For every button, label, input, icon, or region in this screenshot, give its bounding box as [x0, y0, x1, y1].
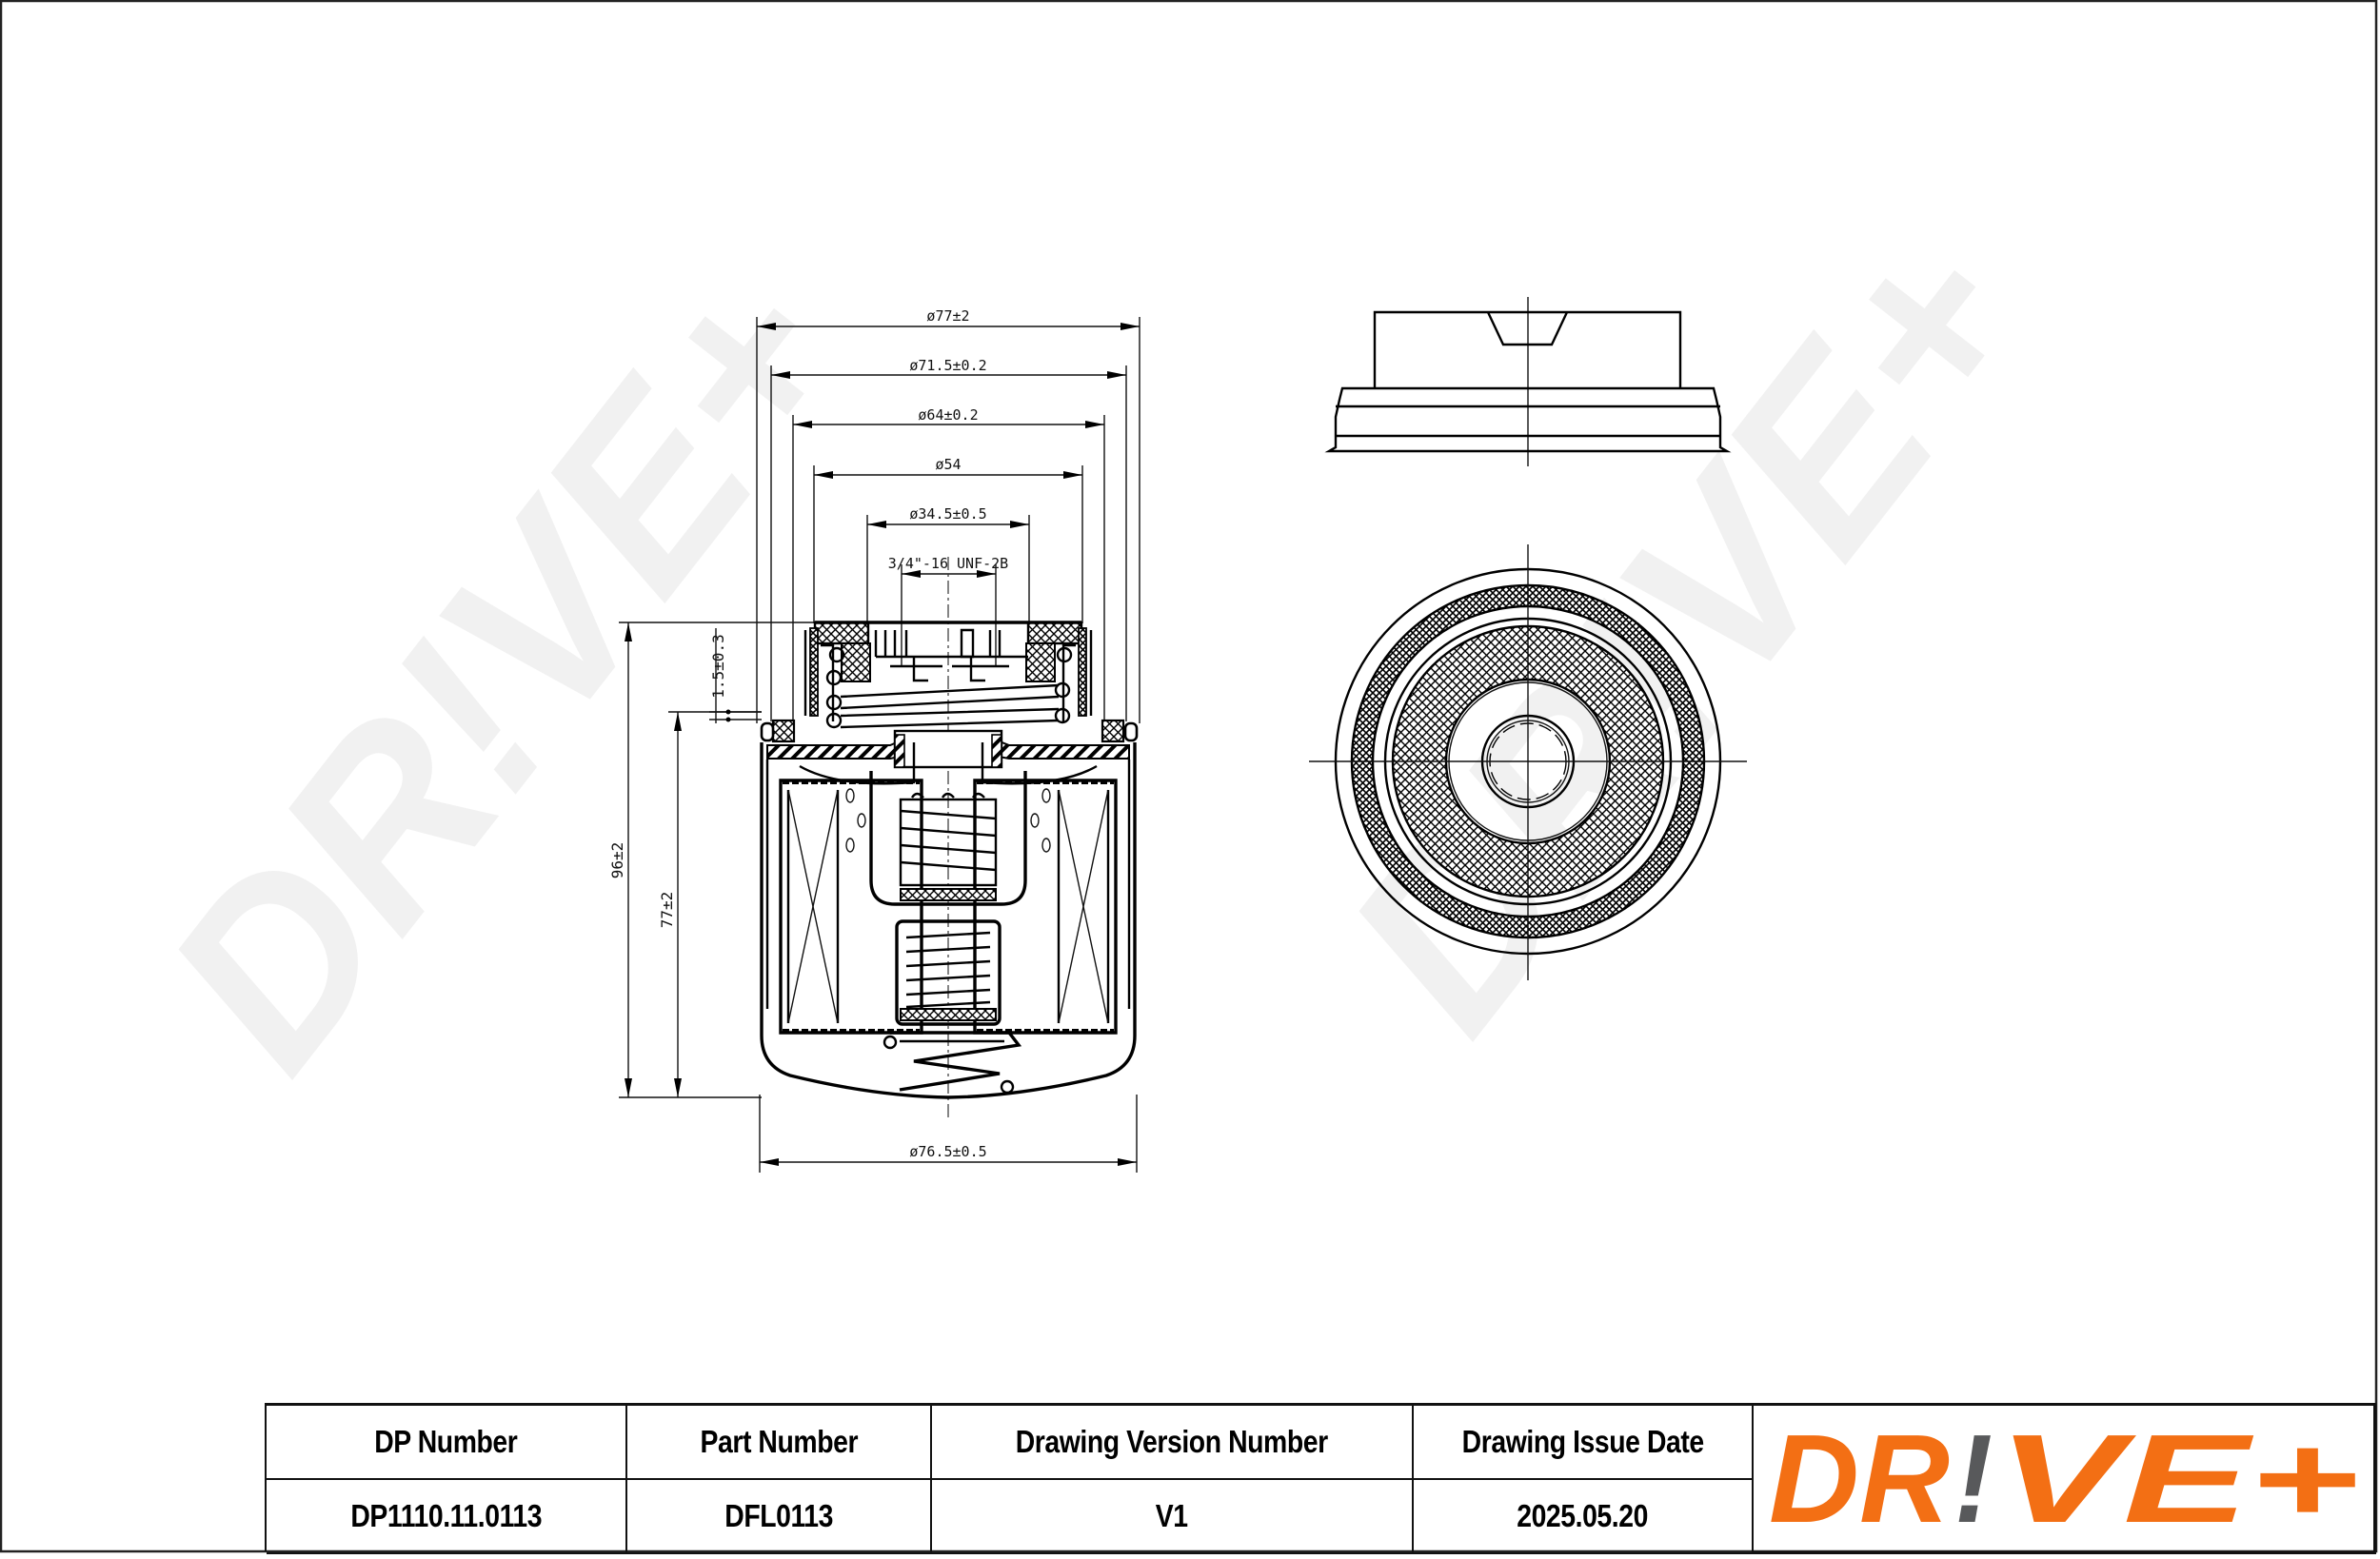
side-view	[1324, 297, 1732, 466]
watermark-left: DR!VE+	[114, 226, 895, 1116]
dim-can-diameter: ø76.5±0.5	[759, 1095, 1138, 1173]
svg-text:!: !	[1954, 1422, 1993, 1536]
svg-text:ø77±2: ø77±2	[926, 307, 969, 325]
value-issue-date: 2025.05.20	[1414, 1480, 1754, 1554]
dim-outer-diameter: ø77±2	[756, 307, 1140, 723]
svg-text:1.5±0.3: 1.5±0.3	[709, 634, 727, 698]
svg-text:77±2: 77±2	[658, 892, 676, 929]
header-part-number: Part Number	[627, 1406, 932, 1480]
top-view	[1309, 544, 1747, 980]
dim-seal-diameter: ø54	[813, 456, 1083, 623]
svg-text:ø64±0.2: ø64±0.2	[918, 406, 978, 424]
svg-text:ø34.5±0.5: ø34.5±0.5	[909, 505, 986, 523]
bottom-spring	[883, 1031, 1022, 1095]
header-dp-number: DP Number	[267, 1406, 627, 1480]
dim-gasket-outer-diameter: ø71.5±0.2	[770, 357, 1127, 721]
svg-text:96±2: 96±2	[608, 842, 626, 879]
dim-body-height: 77±2	[658, 711, 762, 1097]
dim-thread-bore-diameter: ø34.5±0.5	[866, 505, 1030, 623]
svg-text:ø71.5±0.2: ø71.5±0.2	[909, 357, 986, 374]
brand-logo: DR ! VE+	[1754, 1406, 2376, 1554]
header-issue-date: Drawing Issue Date	[1414, 1406, 1754, 1480]
dim-total-height: 96±2	[608, 622, 819, 1098]
value-part-number: DFL0113	[627, 1480, 932, 1554]
svg-text:ø54: ø54	[935, 456, 961, 473]
svg-text:VE+: VE+	[1997, 1422, 2359, 1536]
dim-gasket-protrusion: 1.5±0.3	[709, 628, 762, 723]
bypass-spring-upper	[899, 792, 998, 901]
drive-plus-logo-icon: DR ! VE+	[1769, 1422, 2359, 1536]
dim-gasket-inner-diameter: ø64±0.2	[792, 406, 1105, 721]
svg-text:DR: DR	[1769, 1422, 1950, 1536]
filter-cross-section	[760, 621, 1139, 1099]
header-drawing-version: Drawing Version Number	[932, 1406, 1414, 1480]
top-spring	[825, 646, 1073, 729]
svg-text:ø76.5±0.5: ø76.5±0.5	[909, 1143, 986, 1160]
svg-text:DR!VE+: DR!VE+	[114, 226, 895, 1116]
bypass-spring-lower	[895, 919, 1002, 1026]
title-block: DP Number Part Number Drawing Version Nu…	[265, 1403, 2376, 1554]
value-drawing-version: V1	[932, 1480, 1414, 1554]
value-dp-number: DP1110.11.0113	[267, 1480, 627, 1554]
section-view: ø77±2 ø71.5±0.2 ø64±0.2 ø54 ø34.5±0.5	[608, 307, 1140, 1173]
